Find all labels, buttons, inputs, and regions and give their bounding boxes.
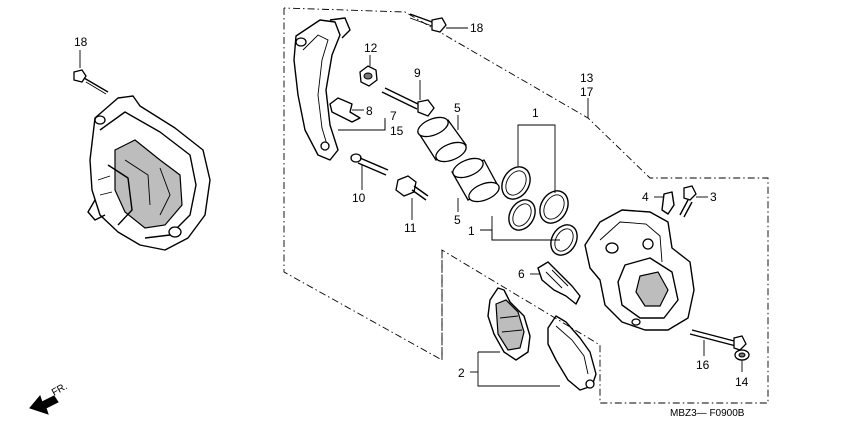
plug-14 (734, 349, 750, 372)
callout-18-top: 18 (470, 21, 484, 35)
callout-5-upper: 5 (454, 101, 461, 115)
callout-18-left: 18 (74, 35, 88, 49)
callout-10: 10 (352, 191, 366, 205)
caliper-body (584, 209, 695, 331)
callout-12: 12 (364, 41, 378, 55)
pad-spring-6 (530, 261, 581, 305)
piston-5-upper (417, 115, 467, 163)
caliper-assembly-illustration (87, 95, 211, 251)
callout-1-upper: 1 (532, 106, 539, 120)
pin-9 (381, 80, 435, 117)
assembly-boundary-lines (283, 7, 769, 404)
seals-1-lower (480, 199, 578, 256)
callout-16: 16 (696, 358, 710, 372)
seals-1-upper (501, 124, 569, 224)
callout-1-lower: 1 (468, 224, 475, 238)
callout-7: 7 (390, 109, 397, 123)
diagram-code: MBZ3— F0900B (670, 408, 745, 419)
callout-15: 15 (390, 124, 404, 138)
callout-4: 4 (642, 190, 649, 204)
callout-9: 9 (414, 66, 421, 80)
callout-17: 17 (580, 85, 594, 99)
bleeder-3 (679, 185, 708, 218)
nut-12 (359, 55, 378, 87)
leader-7-15 (338, 118, 386, 131)
callout-11: 11 (404, 221, 417, 235)
pin-16 (689, 329, 747, 356)
callout-14: 14 (735, 375, 749, 389)
callout-6: 6 (518, 267, 525, 281)
cap-4 (654, 191, 675, 215)
callout-3: 3 (710, 190, 717, 204)
caliper-bracket (293, 17, 351, 161)
bolt-18-top (409, 13, 468, 33)
pin-10 (350, 153, 389, 190)
callout-2: 2 (458, 366, 465, 380)
callout-8: 8 (366, 104, 373, 118)
callout-13: 13 (580, 71, 594, 85)
brake-pads-2 (470, 287, 597, 391)
callout-5-lower: 5 (454, 213, 461, 227)
clip-8 (329, 97, 364, 123)
piston-5-lower (451, 157, 500, 212)
direction-label: FR. (50, 381, 69, 399)
bolt-11 (395, 175, 429, 220)
bolt-18-left (73, 50, 109, 95)
front-direction-arrow-icon (29, 394, 59, 415)
